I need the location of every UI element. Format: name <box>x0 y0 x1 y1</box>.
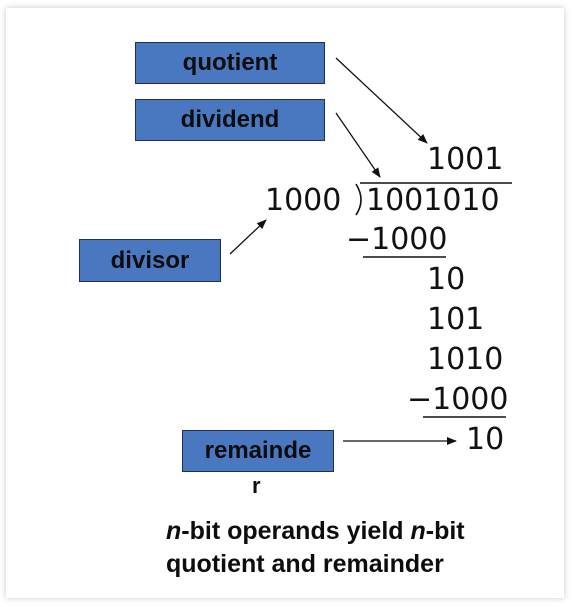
partial-remainder-2: 101 <box>427 302 485 337</box>
caption-mid: -bit operands yield <box>181 517 411 545</box>
partial-remainder-1: 10 <box>427 262 466 297</box>
remainder-label-box: remainde <box>182 430 334 472</box>
caption-end: -bit <box>425 517 465 545</box>
second-subtraction: −1000 <box>407 382 509 417</box>
caption-line-2: quotient and remainder <box>166 550 444 578</box>
caption-n-1: n <box>166 517 182 545</box>
divisor-label: divisor <box>110 246 190 274</box>
quotient-value: 1001 <box>427 142 504 177</box>
long-division-bracket <box>355 182 512 216</box>
dividend-value: 1001010 <box>366 183 500 218</box>
partial-remainder-3: 1010 <box>427 342 504 377</box>
caption-n-2: n <box>410 517 426 545</box>
dividend-label-box: dividend <box>135 99 325 141</box>
quotient-label-box: quotient <box>135 42 325 84</box>
quotient-arrow <box>335 57 428 144</box>
divisor-label-box: divisor <box>79 239 221 282</box>
first-subtraction: −1000 <box>346 222 448 257</box>
quotient-label: quotient <box>182 49 278 76</box>
remainder-value: 10 <box>466 422 505 457</box>
divisor-arrow <box>229 219 267 255</box>
dividend-arrow <box>335 112 381 178</box>
divisor-value: 1000 <box>265 183 342 218</box>
remainder-label-overflow: r <box>252 473 261 498</box>
caption-line-1: n-bit operands yield n-bit <box>166 517 465 546</box>
remainder-label: remainde <box>204 437 312 464</box>
dividend-label: dividend <box>180 106 280 133</box>
